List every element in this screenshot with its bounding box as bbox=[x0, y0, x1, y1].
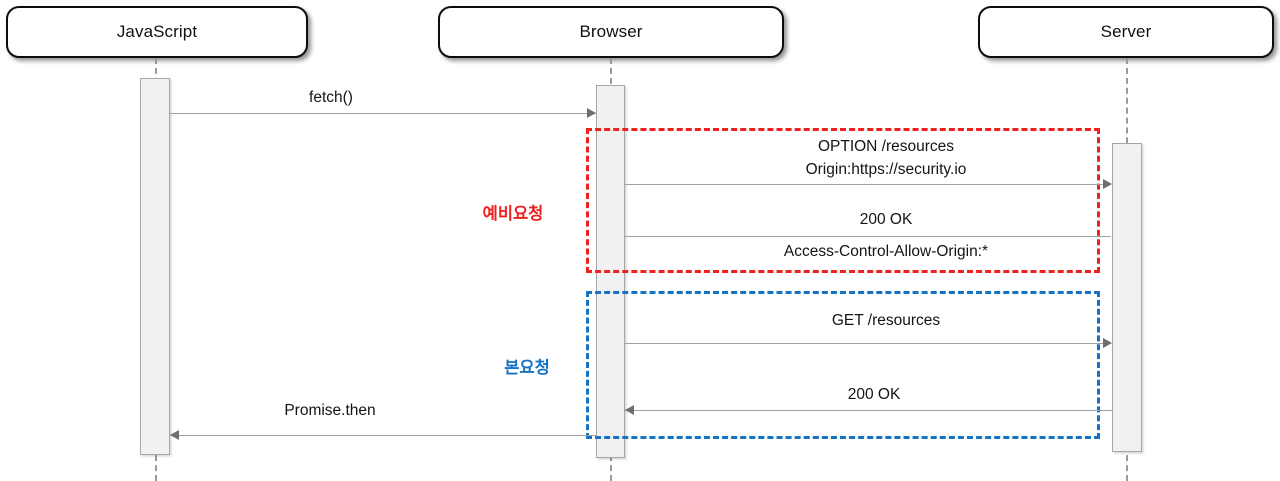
message-arrowhead-get-request bbox=[1103, 338, 1112, 348]
fragment-label-main-request: 본요청 bbox=[504, 359, 550, 377]
message-label-main-response: 200 OK bbox=[847, 386, 901, 403]
message-line-get-request bbox=[625, 343, 1111, 344]
activation-bar-javascript bbox=[140, 78, 170, 455]
participant-box-javascript[interactable]: JavaScript bbox=[6, 6, 308, 58]
message-label-get-request: GET /resources bbox=[831, 312, 941, 329]
message-arrowhead-fetch bbox=[587, 108, 596, 118]
participant-box-server[interactable]: Server bbox=[978, 6, 1274, 58]
activation-bar-browser bbox=[596, 85, 625, 458]
participant-label-server: Server bbox=[1100, 22, 1152, 41]
message-arrowhead-promise-then bbox=[170, 430, 179, 440]
message-arrowhead-main-response bbox=[625, 405, 634, 415]
fragment-label-preflight: 예비요청 bbox=[482, 205, 544, 223]
message-line-main-response bbox=[625, 410, 1112, 411]
participant-box-browser[interactable]: Browser bbox=[438, 6, 784, 58]
activation-bar-server bbox=[1112, 143, 1142, 452]
message-line-option-request bbox=[625, 184, 1111, 185]
message-label-fetch: fetch() bbox=[309, 89, 353, 106]
message-label-preflight-response-line1: 200 OK bbox=[859, 211, 913, 228]
message-line-promise-then bbox=[170, 435, 596, 436]
message-line-preflight-response bbox=[625, 236, 1111, 237]
participant-label-browser: Browser bbox=[579, 22, 643, 41]
message-line-fetch bbox=[170, 113, 596, 114]
message-label-promise-then: Promise.then bbox=[284, 402, 376, 419]
message-arrowhead-option-request bbox=[1103, 179, 1112, 189]
message-label-preflight-response-line2: Access-Control-Allow-Origin:* bbox=[783, 243, 989, 260]
message-label-option-request-line2: Origin:https://security.io bbox=[805, 161, 967, 178]
message-label-option-request-line1: OPTION /resources bbox=[817, 138, 955, 155]
participant-label-javascript: JavaScript bbox=[116, 22, 198, 41]
